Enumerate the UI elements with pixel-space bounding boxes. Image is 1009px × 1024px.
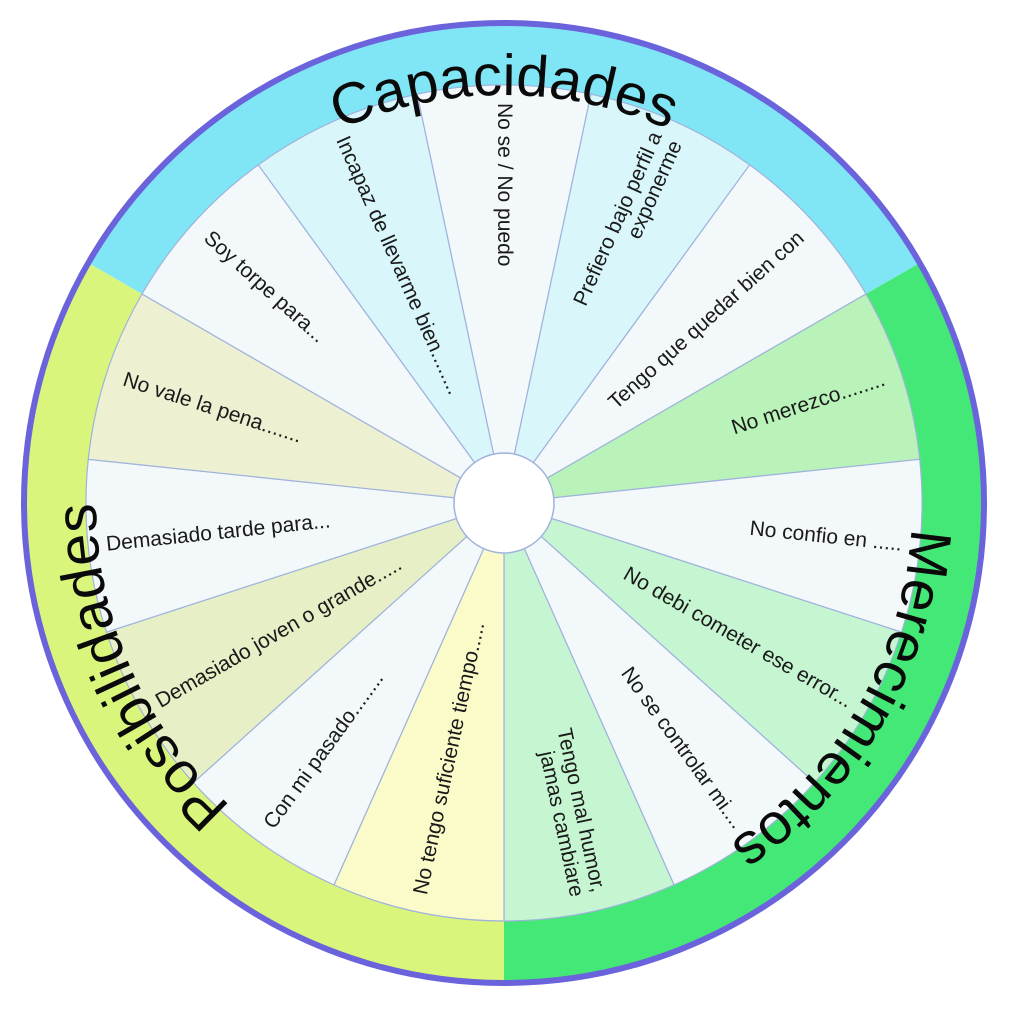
wheel-segment [503, 502, 816, 886]
wheel-segment [503, 502, 675, 922]
segment-label: No se / No puedo [493, 103, 516, 266]
wheel-segment [105, 502, 505, 784]
wheel-segment [503, 163, 867, 504]
wheel-segment [141, 163, 505, 504]
wheel-segment [503, 93, 751, 504]
wheel-segment [503, 502, 903, 784]
wheel-segment [192, 502, 505, 886]
wheel-segment [87, 293, 505, 504]
wheel-segment [503, 293, 921, 504]
center-hub [453, 452, 555, 554]
wheel-segment [257, 93, 505, 504]
outer-border [21, 20, 987, 986]
segments [85, 84, 923, 922]
wheel-segment [503, 458, 923, 633]
wheel-segment [85, 458, 505, 633]
wheel-segment [416, 84, 592, 504]
wheel-segment [333, 502, 505, 922]
